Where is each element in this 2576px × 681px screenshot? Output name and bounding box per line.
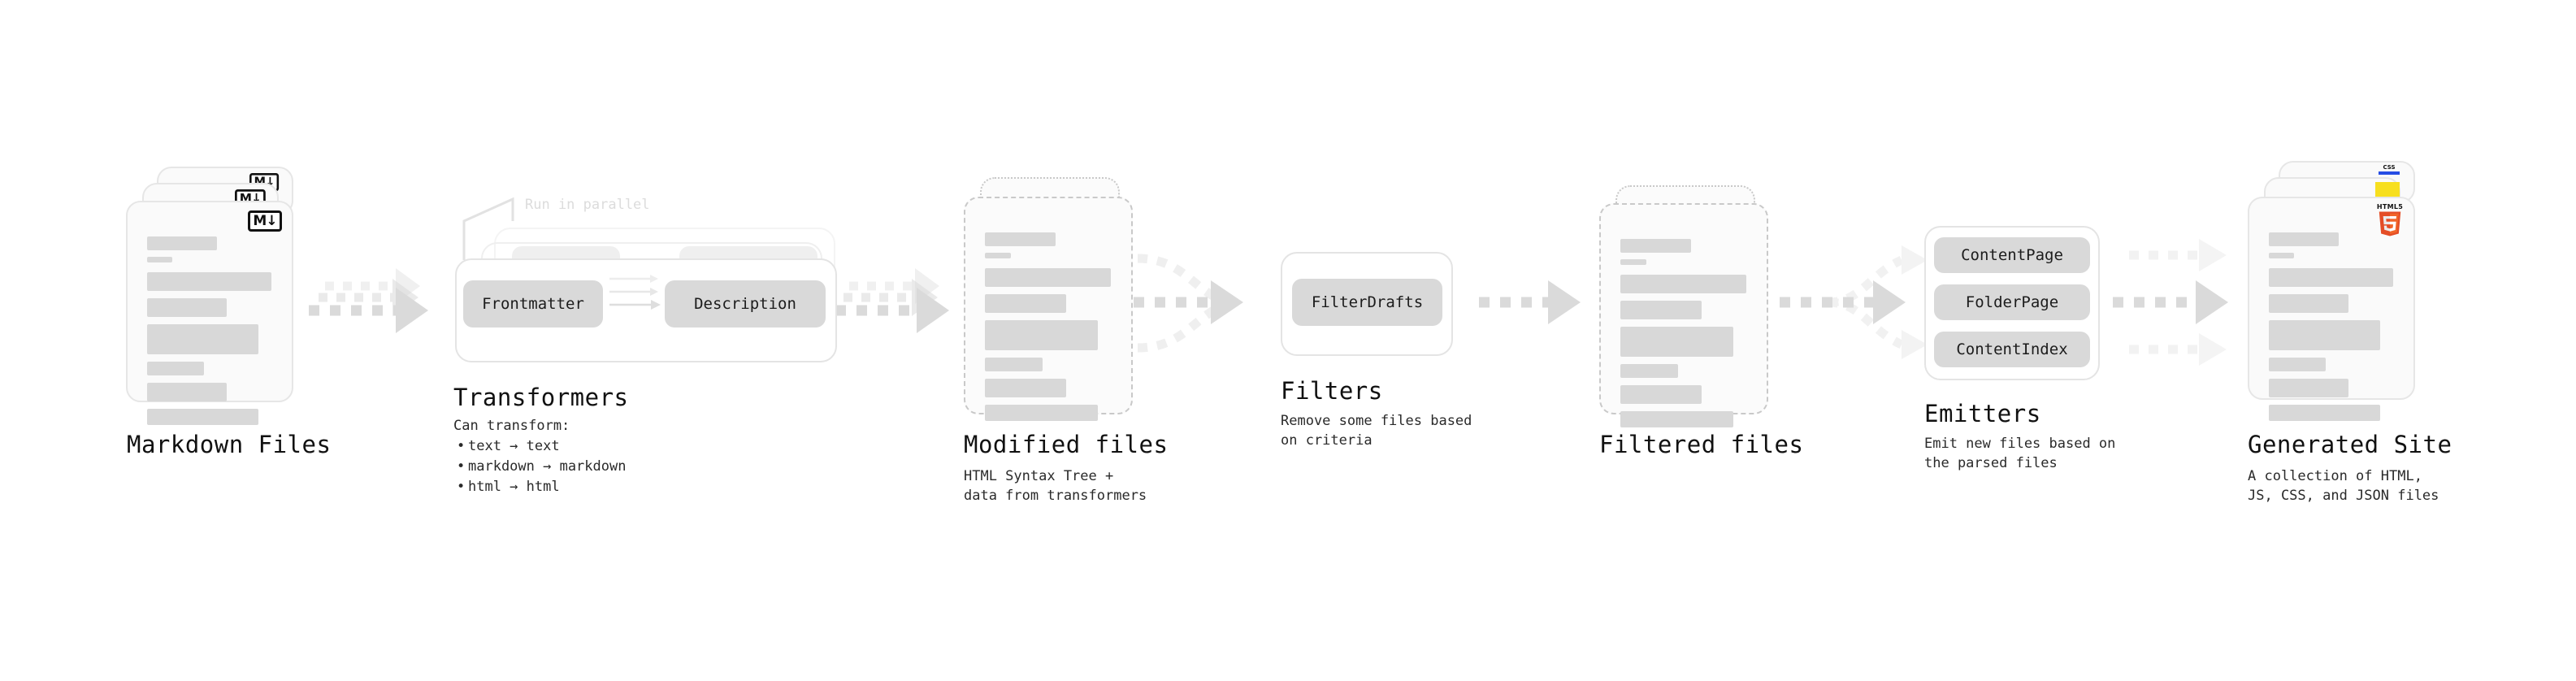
transformers-capabilities-lead: Can transform: (453, 418, 570, 434)
filters-title: Filters (1281, 377, 1383, 405)
css-icon-label: CSS (2383, 164, 2396, 171)
markdown-icon: M↓ (248, 210, 282, 232)
filters-description: Remove some files based on criteria (1281, 413, 1472, 449)
arrow-filtered-to-emitters (1780, 245, 1928, 359)
generated-site-title: Generated Site (2248, 431, 2452, 458)
css-icon-bar (2379, 171, 2400, 175)
transformers-capability-item: markdown → markdown (457, 457, 627, 477)
css-icon: CSS (2379, 165, 2400, 175)
arrow-transformers-to-modified (835, 268, 949, 333)
html5-shield-icon (2379, 211, 2401, 236)
filtered-file-card-front (1599, 203, 1768, 427)
emitter-node-contentindex[interactable]: ContentIndex (1934, 332, 2090, 367)
filtered-files-title: Filtered files (1599, 431, 1804, 458)
card-skeleton (1620, 239, 1749, 427)
emitters-description: Emit new files based on the parsed files (1924, 436, 2116, 471)
transformers-capability-item: html → html (457, 477, 626, 497)
transformer-node-description[interactable]: Description (665, 280, 826, 327)
filter-node-filterdrafts[interactable]: FilterDrafts (1292, 279, 1442, 326)
arrow-emitters-to-site (2113, 239, 2228, 366)
emitter-node-folderpage[interactable]: FolderPage (1934, 284, 2090, 320)
transformers-title: Transformers (453, 384, 629, 411)
emitter-node-contentpage[interactable]: ContentPage (1934, 237, 2090, 273)
markdown-file-card-front: M↓ (126, 201, 293, 425)
html5-icon: HTML5 (2376, 203, 2404, 237)
modified-files-title: Modified files (964, 431, 1169, 458)
transformer-node-frontmatter[interactable]: Frontmatter (463, 280, 603, 327)
generated-site-card-html: HTML5 (2248, 197, 2415, 421)
html5-icon-label: HTML5 (2376, 203, 2404, 210)
generated-site-description: A collection of HTML, JS, CSS, and JSON … (2248, 468, 2439, 504)
transformer-inner-arrows (609, 275, 661, 310)
modified-files-description: HTML Syntax Tree + data from transformer… (964, 468, 1147, 504)
markdown-files-title: Markdown Files (127, 431, 332, 458)
arrow-modified-to-filters (1134, 254, 1243, 353)
card-skeleton (147, 236, 274, 425)
emitters-title: Emitters (1924, 400, 2041, 427)
card-skeleton (985, 232, 1113, 421)
transformers-capabilities: Can transform: text → text markdown → ma… (453, 416, 626, 497)
card-skeleton (2269, 232, 2396, 421)
run-in-parallel-hint: Run in parallel (525, 197, 650, 213)
modified-file-card-front (964, 197, 1133, 421)
arrow-markdown-to-transformers (309, 268, 428, 333)
js-icon (2375, 182, 2400, 198)
transformers-capability-item: text → text (457, 436, 626, 457)
arrow-filters-to-filtered (1479, 280, 1581, 324)
